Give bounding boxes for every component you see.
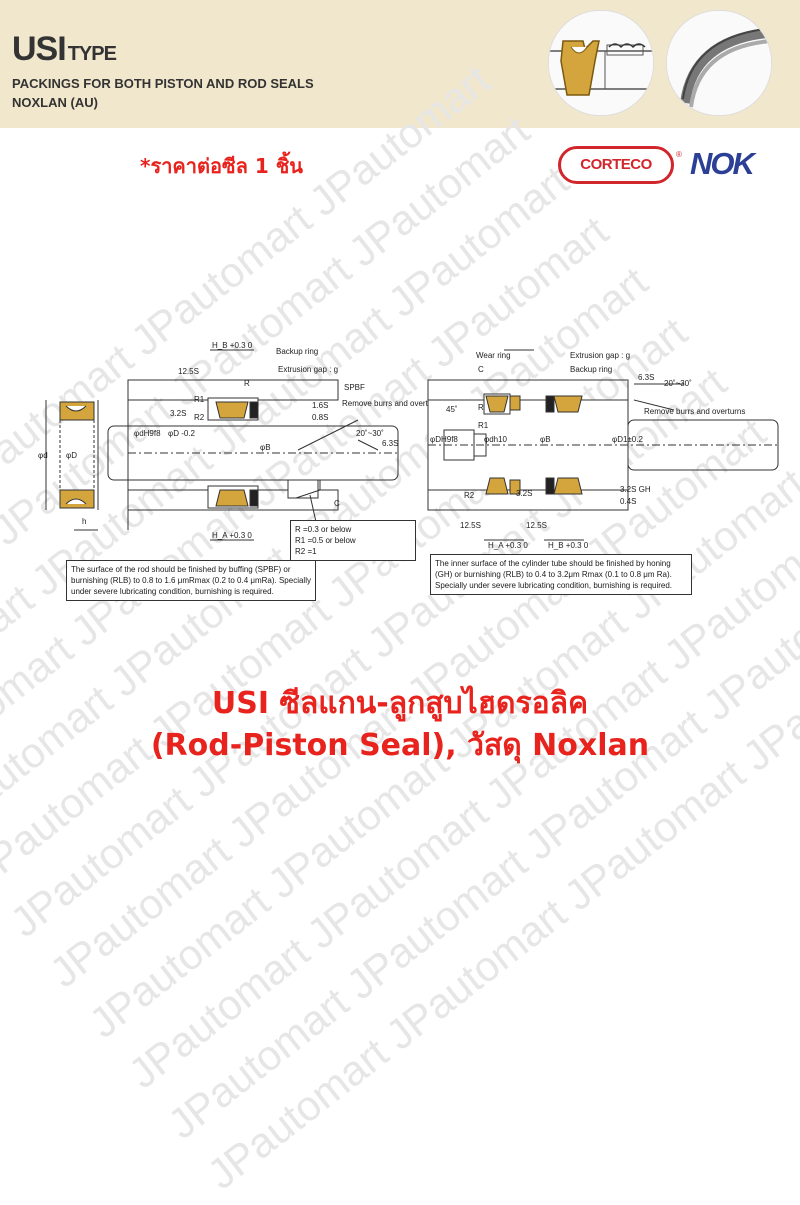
label-phi-d-small: φd — [38, 451, 48, 460]
label-6-3s: 6.3S — [382, 439, 398, 448]
label-c-right: C — [478, 365, 484, 374]
label-45: 45˚ — [446, 405, 458, 414]
label-c: C — [334, 499, 340, 508]
label-12-5s-right-a: 12.5S — [460, 521, 481, 530]
price-per-seal-note: *ราคาต่อซีล 1 ชิ้น — [140, 154, 303, 178]
corteco-logo: CORTECO — [558, 146, 674, 184]
label-angle-right: 20˚~30˚ — [664, 379, 692, 388]
label-backup-ring-right: Backup ring — [570, 365, 612, 374]
label-extrusion-gap: Extrusion gap : g — [278, 365, 338, 374]
subtitle-line-2: NOXLAN (AU) — [12, 95, 98, 110]
nok-logo: NOK — [690, 146, 755, 181]
label-angle: 20˚~30˚ — [356, 429, 384, 438]
cylinder-surface-note: The inner surface of the cylinder tube s… — [430, 554, 692, 595]
label-phi-dh9-right: φDH9f8 — [430, 435, 458, 444]
label-1-6s: 1.6S — [312, 401, 328, 410]
label-r1: R1 — [194, 395, 205, 404]
seal-ring-photo — [666, 10, 772, 116]
r-values-table: R =0.3 or below R1 =0.5 or below R2 =1 — [290, 520, 416, 561]
label-r-right: R — [478, 403, 484, 412]
label-phi-dh9: φdH9f8 — [134, 429, 161, 438]
label-r1-right: R1 — [478, 421, 489, 430]
dim-hb: H_B +0.3 0 — [212, 341, 253, 350]
label-r2: R2 — [194, 413, 205, 422]
label-phi-d1: φD1±0.2 — [612, 435, 643, 444]
caption-line-2: (Rod-Piston Seal), วัสดุ Noxlan — [150, 728, 650, 763]
corteco-registered-mark: ® — [676, 150, 682, 159]
label-phi-b: φB — [260, 443, 271, 452]
label-h: h — [82, 517, 86, 526]
label-remove-burrs: Remove burrs and overturns — [342, 399, 428, 408]
label-extrusion-gap-right: Extrusion gap : g — [570, 351, 630, 360]
label-6-3s-right: 6.3S — [638, 373, 654, 382]
rod-seal-drawing: H_B +0.3 0 Backup ring Extrusion gap : g… — [38, 341, 428, 541]
rod-surface-note: The surface of the rod should be finishe… — [66, 560, 316, 601]
label-backup-ring: Backup ring — [276, 347, 318, 356]
subtitle-line-1: PACKINGS FOR BOTH PISTON AND ROD SEALS — [12, 76, 314, 91]
label-phi-d0: φD -0.2 — [168, 429, 196, 438]
label-phi-b-right: φB — [540, 435, 551, 444]
label-spbf: SPBF — [344, 383, 365, 392]
dim-ha-right: H_A +0.3 0 — [488, 541, 528, 550]
label-r: R — [244, 379, 250, 388]
seal-cross-section-photo — [548, 10, 654, 116]
label-12-5s: 12.5S — [178, 367, 199, 376]
label-0-4s: 0.4S — [620, 497, 636, 506]
dim-ha: H_A +0.3 0 — [212, 531, 252, 540]
label-phi-D-small: φD — [66, 451, 77, 460]
label-3-2s: 3.2S — [170, 409, 186, 418]
label-3-2s-right: 3.2S — [516, 489, 532, 498]
label-remove-burrs-right: Remove burrs and overturns — [644, 407, 745, 416]
piston-seal-drawing: Wear ring Extrusion gap : g Backup ring … — [427, 349, 779, 550]
caption-line-1: USI ซีลแกน-ลูกสูบไฮดรอลิค — [211, 686, 589, 721]
label-wear-ring: Wear ring — [476, 351, 511, 360]
label-phi-dh10: φdh10 — [484, 435, 508, 444]
dim-hb-right: H_B +0.3 0 — [548, 541, 589, 550]
label-3-2s-gh: 3.2S GH — [620, 485, 651, 494]
label-r2-right: R2 — [464, 491, 475, 500]
label-0-8s: 0.8S — [312, 413, 328, 422]
label-12-5s-right-b: 12.5S — [526, 521, 547, 530]
